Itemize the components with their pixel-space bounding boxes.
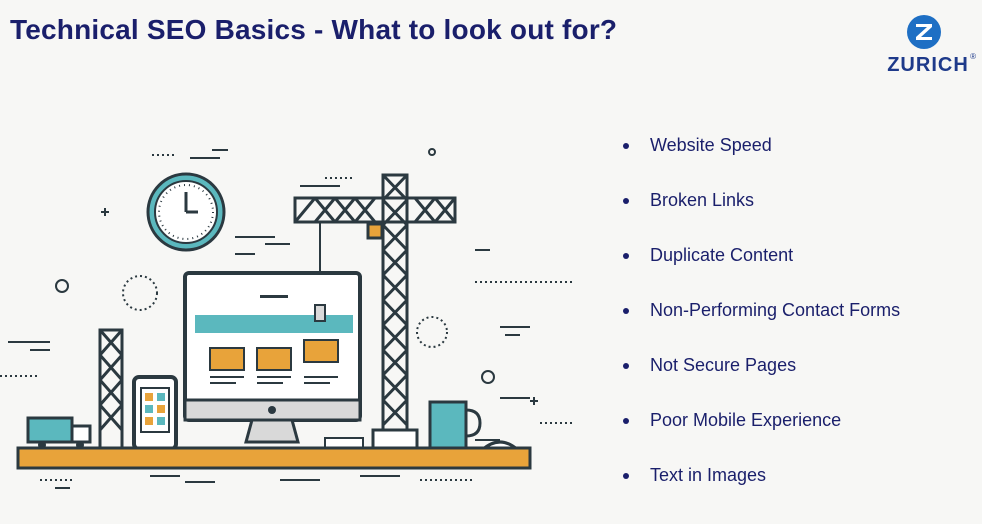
list-item-text: Not Secure Pages bbox=[650, 355, 797, 375]
logo-registered-mark: ® bbox=[970, 52, 976, 61]
website-construction-illustration bbox=[0, 148, 575, 489]
decorative-circles bbox=[55, 148, 495, 384]
list-item: Duplicate Content bbox=[618, 240, 968, 295]
mug-icon bbox=[428, 400, 482, 452]
list-item-text: Poor Mobile Experience bbox=[650, 410, 842, 430]
list-item: Text in Images bbox=[618, 460, 968, 515]
phone-icon bbox=[132, 375, 178, 451]
bullet-dot bbox=[623, 308, 629, 314]
monitor-icon bbox=[183, 271, 362, 444]
bullet-dot bbox=[623, 143, 629, 149]
list-item-text: Website Speed bbox=[650, 135, 772, 155]
list-item: Non-Performing Contact Forms bbox=[618, 295, 968, 350]
list-item: Website Speed bbox=[618, 130, 968, 185]
list-item: Broken Links bbox=[618, 185, 968, 240]
crane-icon bbox=[293, 173, 457, 450]
list-item-text: Broken Links bbox=[650, 190, 755, 210]
zurich-logo-icon bbox=[907, 15, 941, 49]
slide-title: Technical SEO Basics - What to look out … bbox=[10, 14, 618, 45]
bullet-dot bbox=[623, 473, 629, 479]
truck-icon bbox=[26, 416, 92, 449]
list-item: Not Secure Pages bbox=[618, 350, 968, 405]
tower-icon bbox=[98, 328, 124, 450]
decorative-plus-icons bbox=[101, 208, 538, 405]
zurich-logo: ZURICH ® bbox=[878, 14, 978, 80]
list-item-text: Non-Performing Contact Forms bbox=[650, 300, 901, 320]
bullet-dot bbox=[623, 198, 629, 204]
bullet-dot bbox=[623, 253, 629, 259]
table-base bbox=[16, 446, 532, 470]
list-item: Poor Mobile Experience bbox=[618, 405, 968, 460]
list-item-text: Text in Images bbox=[650, 465, 767, 485]
bullet-dot bbox=[623, 363, 629, 369]
decorative-dashes bbox=[0, 149, 575, 489]
logo-wordmark: ZURICH bbox=[887, 54, 969, 76]
clock-icon bbox=[146, 172, 226, 252]
bullet-dot bbox=[623, 418, 629, 424]
list-item-text: Duplicate Content bbox=[650, 245, 794, 265]
bullet-list: Website Speed Broken Links Duplicate Con… bbox=[618, 130, 968, 515]
